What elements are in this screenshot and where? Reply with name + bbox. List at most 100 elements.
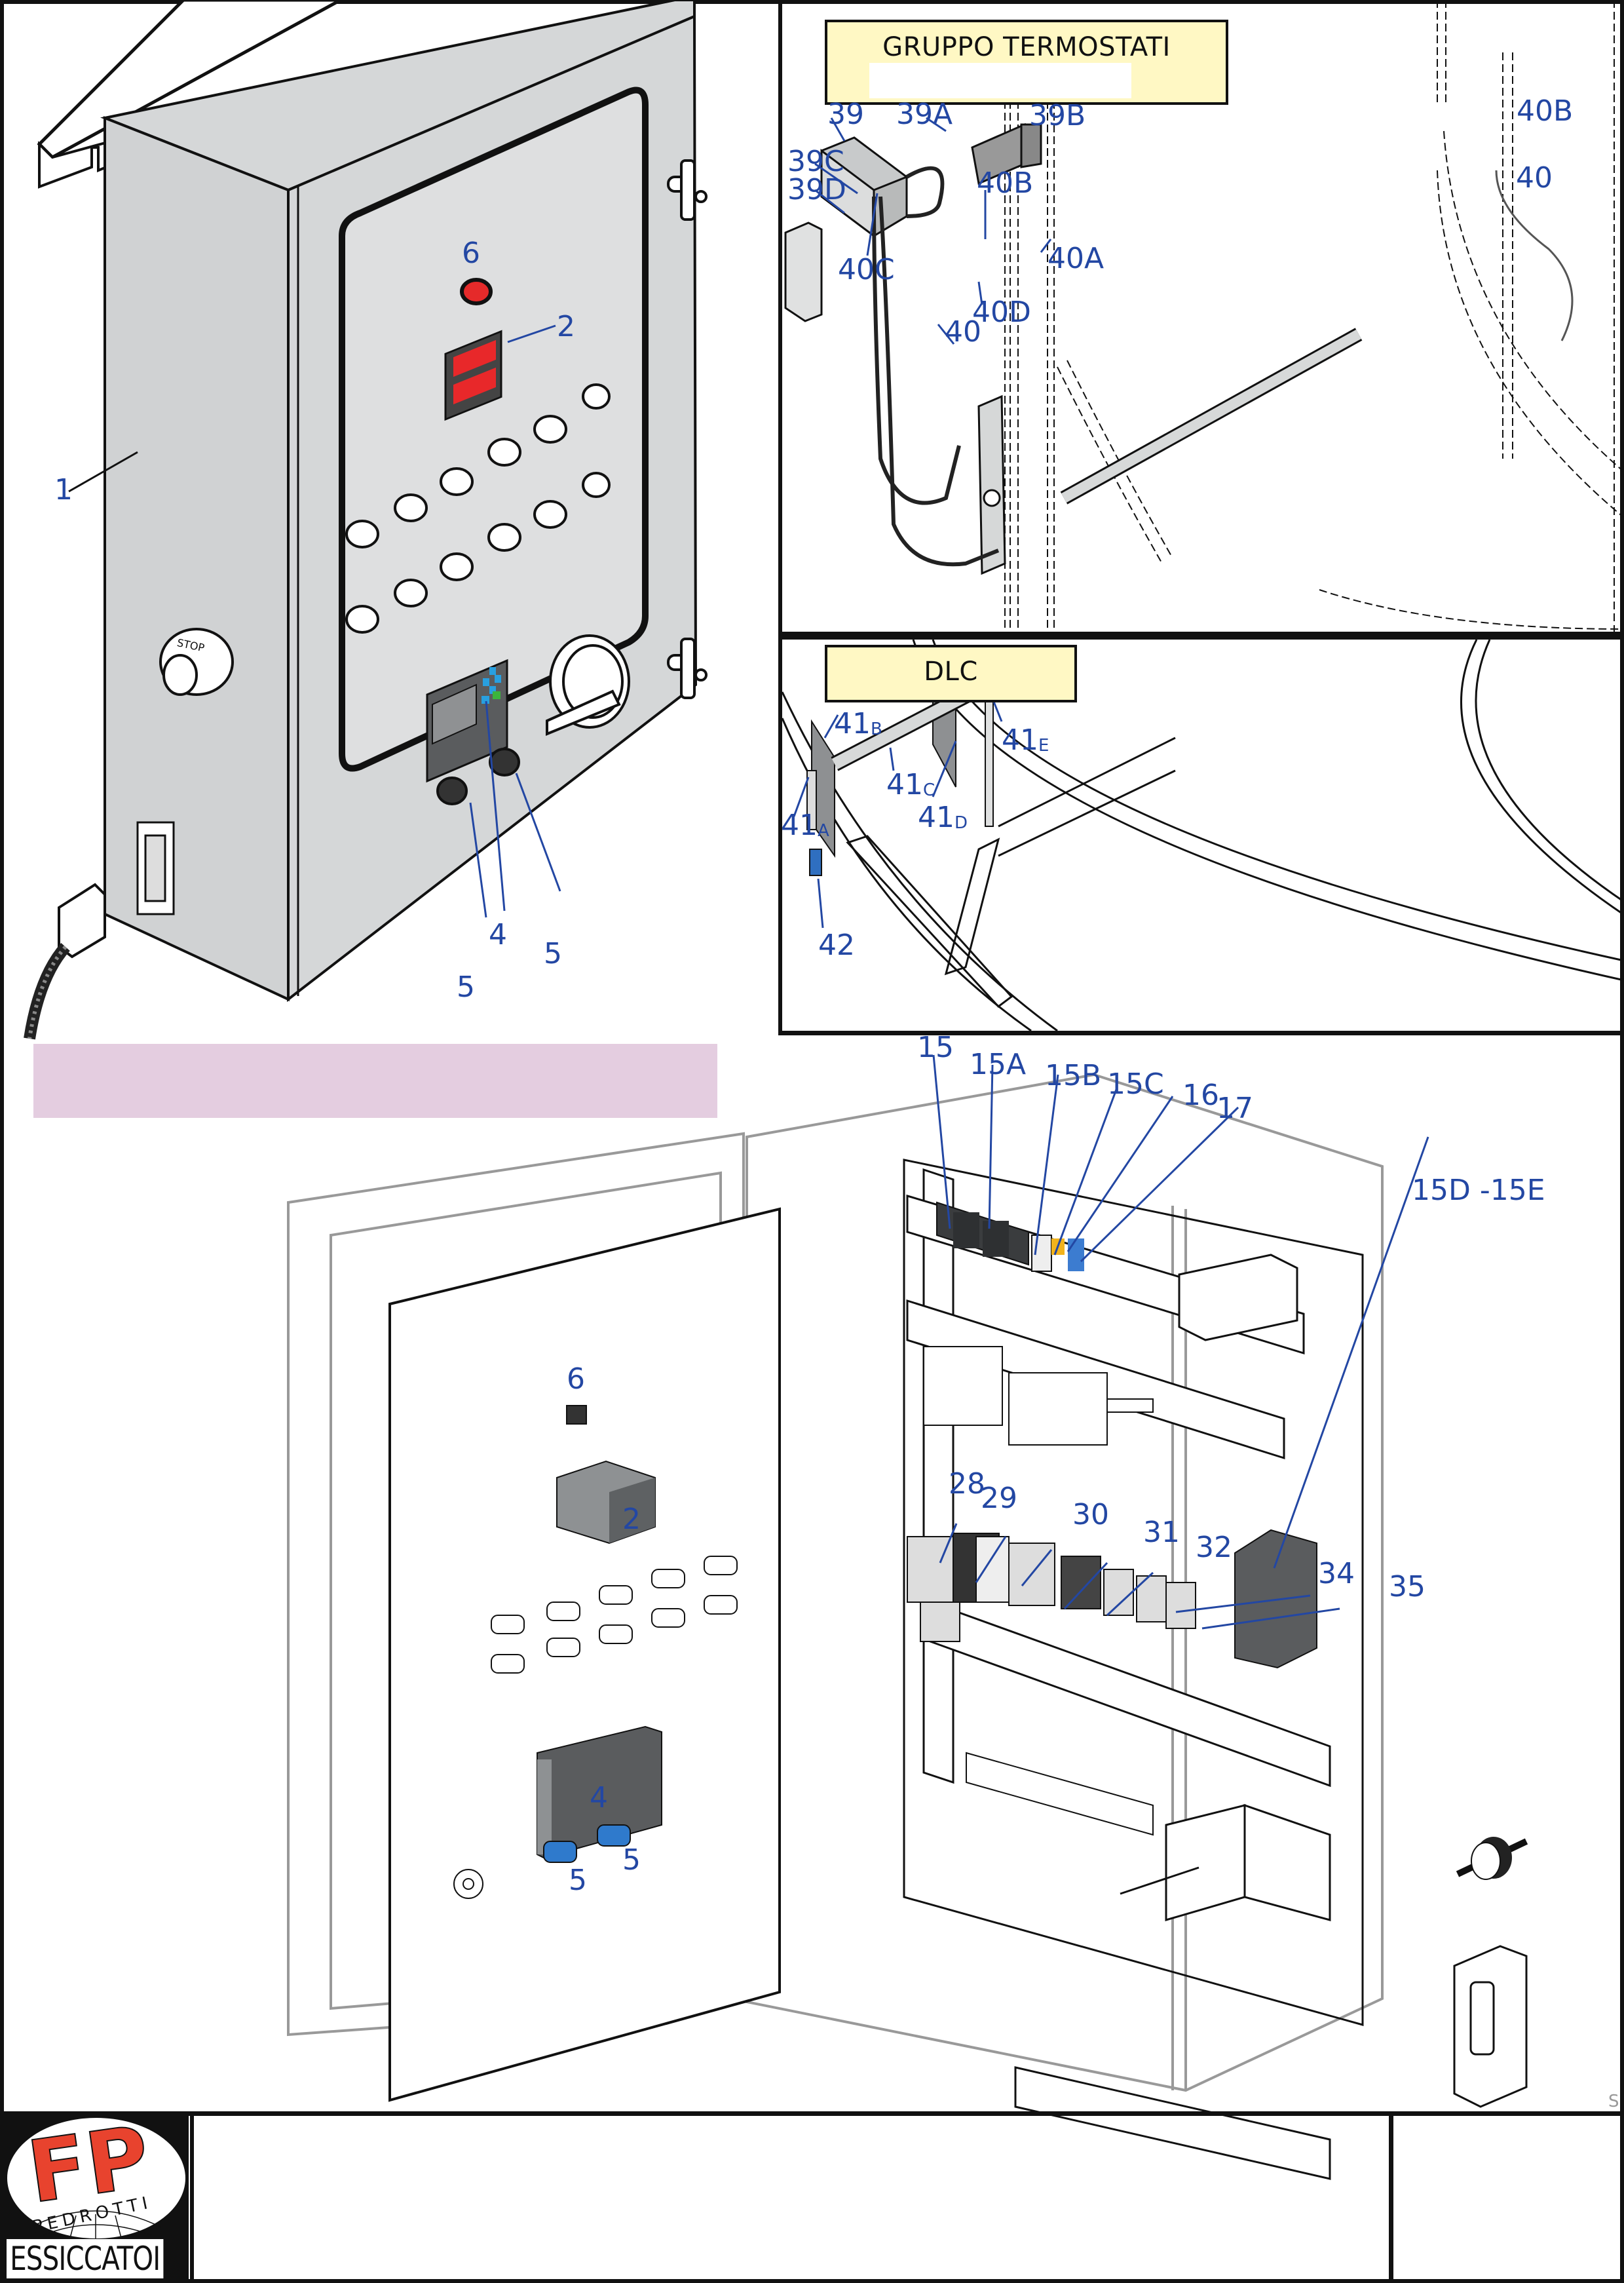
- mounting-plate: [977, 394, 1006, 575]
- callout-4: 4: [489, 918, 507, 951]
- thermostat-group-title: GRUPPO TERMOSTATI: [882, 32, 1171, 62]
- revision-cell: [1389, 2116, 1620, 2283]
- logo-initials: FP: [22, 2107, 155, 2222]
- dlc-lever-41a: [806, 770, 817, 830]
- door-handle-spare: [1453, 1945, 1528, 2108]
- callout-15: 15: [917, 1031, 954, 1064]
- callout-41e: 41E: [1002, 723, 1049, 757]
- callout-15a: 15A: [970, 1048, 1027, 1081]
- callout-door-6: 6: [567, 1362, 585, 1396]
- leader-lines-black: [68, 451, 138, 493]
- callout-32: 32: [1196, 1531, 1232, 1564]
- callout-40-upper: 40: [1516, 161, 1553, 195]
- cable-connector: [136, 821, 175, 915]
- callout-40b: 40B: [977, 166, 1034, 200]
- thermostat-drawing: [784, 0, 1624, 632]
- top-din-rail-devices: [936, 1201, 1084, 1272]
- capillary-cables: [872, 166, 1000, 567]
- structure-dashed-lines: [1004, 0, 1624, 632]
- callout-41a: 41A: [781, 809, 829, 842]
- callout-15b: 15B: [1045, 1059, 1102, 1092]
- callout-40: 40: [945, 315, 981, 349]
- logo-emblem: FP PEDROTTI: [7, 2106, 185, 2241]
- door-handles: [667, 159, 708, 699]
- callout-door-5-right: 5: [622, 1843, 641, 1877]
- callout-34: 34: [1318, 1557, 1355, 1590]
- logo-globe: [29, 2210, 162, 2241]
- callout-40a: 40A: [1048, 242, 1105, 275]
- callout-40c: 40C: [838, 253, 895, 286]
- callout-41b: 41B: [834, 707, 882, 740]
- dlc-leader-lines: [793, 701, 1003, 929]
- transformer: [1178, 1254, 1298, 1341]
- double-display: [444, 330, 502, 421]
- callout-35: 35: [1389, 1570, 1426, 1603]
- circuit-breakers: [923, 1346, 1154, 1446]
- callout-1: 1: [54, 473, 73, 507]
- company-logo: FP PEDROTTI ESSICCATOI: [4, 2106, 189, 2283]
- callout-39b: 39B: [1029, 99, 1086, 132]
- callout-15d-15e: 15D -15E: [1412, 1174, 1545, 1207]
- callout-39: 39: [827, 98, 864, 131]
- cable-ducts: [906, 1194, 1331, 2180]
- terminal-block: [966, 1752, 1154, 1836]
- red-indicator-lamp: [460, 278, 493, 305]
- selector-buttons: [345, 383, 611, 634]
- callout-door-5-left: 5: [569, 1864, 587, 1897]
- callout-29: 29: [981, 1482, 1017, 1515]
- thermostat-group-title-box: GRUPPO TERMOSTATI: [825, 20, 1228, 105]
- dlc-title: DLC: [924, 657, 978, 687]
- callout-5-left: 5: [457, 970, 475, 1004]
- thermostat-box-lid: [784, 221, 823, 322]
- thermo-leader-lines: [814, 117, 1052, 345]
- callout-15c: 15C: [1107, 1067, 1164, 1101]
- emergency-stop-button: [159, 628, 234, 696]
- dlc-view: DLC 41B 41C 41D 41E 41A 42: [778, 636, 1624, 1035]
- door-black-button-right: [597, 1824, 631, 1847]
- main-switch-body: [1120, 1803, 1331, 1921]
- closed-cabinet-view: STOP 1 2 4 5 5 6: [0, 0, 780, 1040]
- callout-6: 6: [462, 237, 480, 270]
- callout-30: 30: [1072, 1498, 1109, 1531]
- callout-42: 42: [818, 929, 855, 962]
- closed-cabinet-drawing: STOP: [24, 0, 708, 1040]
- logo-word: ESSICCATOI: [7, 2239, 164, 2278]
- title-cell: [190, 2116, 1389, 2283]
- open-cabinet-leader-lines: [932, 1054, 1429, 1630]
- thermostat-group-subtitle: [869, 63, 1131, 98]
- anti-vibration-mount: [1456, 1837, 1528, 1880]
- callout-door-2: 2: [622, 1503, 641, 1536]
- main-disconnect-switch: [546, 634, 630, 736]
- open-cabinet-view: 15 15A 15B 15C 16 17 15D -15E 28 29 30 3…: [0, 1033, 1624, 2180]
- thermostat-group-view: GRUPPO TERMOSTATI 39 39A 39B 39C 39D 40C…: [778, 0, 1624, 636]
- door-selector-buttons: [491, 1556, 738, 1674]
- section-title-band: [33, 1044, 717, 1118]
- dlc-ring-structure: [781, 639, 1624, 1032]
- callout-5-right: 5: [544, 937, 562, 970]
- callout-16: 16: [1182, 1079, 1219, 1112]
- open-cabinet-drawing: [287, 1054, 1528, 2180]
- callout-41d: 41D: [918, 801, 968, 834]
- callout-40d: 40D: [972, 296, 1031, 329]
- cabinet-side: [104, 116, 290, 1002]
- callout-39a: 39A: [896, 98, 953, 131]
- callout-2: 2: [557, 310, 575, 343]
- callout-39c: 39C: [787, 145, 844, 178]
- open-door: [388, 1207, 781, 2102]
- callout-39d: 39D: [787, 173, 846, 206]
- callout-31: 31: [1143, 1516, 1180, 1549]
- callout-28: 28: [949, 1467, 985, 1501]
- leader-lines-blue: [469, 324, 561, 918]
- power-plug-cable: [24, 883, 106, 1040]
- contactors-row: [907, 1529, 1317, 1669]
- callout-door-4: 4: [590, 1781, 608, 1814]
- black-button-left: [436, 777, 468, 805]
- title-block: FP PEDROTTI ESSICCATOI: [0, 2106, 1624, 2283]
- black-button-right: [489, 748, 520, 777]
- callout-40b-upper: 40B: [1517, 94, 1574, 128]
- door-black-button-left: [543, 1841, 577, 1863]
- limit-switch-42: [809, 849, 822, 876]
- hmi-terminal: [426, 659, 508, 783]
- sheet-mark: S: [1608, 2092, 1619, 2111]
- door-mounted-components: [453, 1405, 738, 1899]
